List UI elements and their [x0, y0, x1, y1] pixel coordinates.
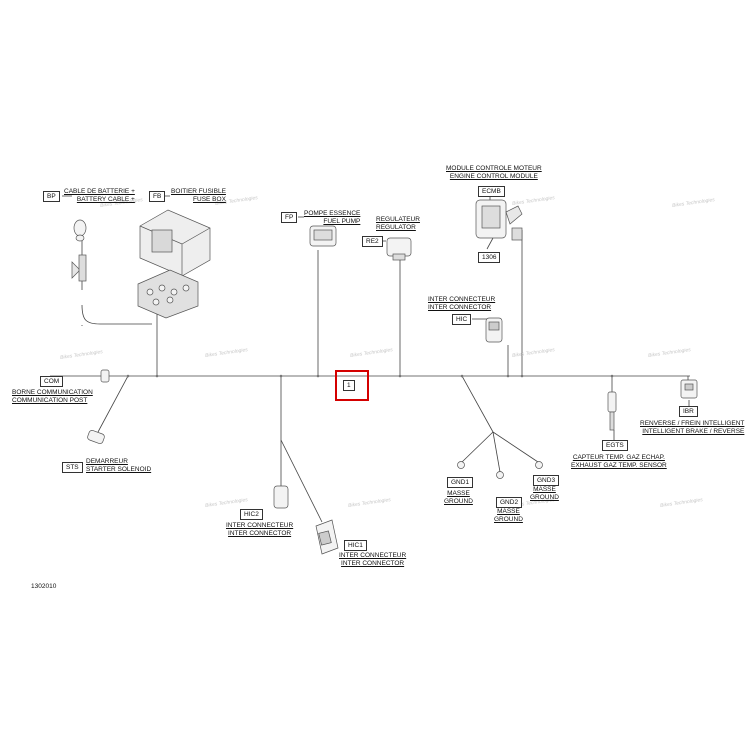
code-ecmb: ECMB: [478, 186, 505, 197]
starter-solenoid-icon: [87, 430, 105, 444]
ground-terminals-icon: [457, 461, 543, 479]
branch-hic1: [280, 439, 323, 523]
branch-starter: [97, 375, 129, 433]
code-bp: BP: [43, 191, 60, 202]
code-fp: FP: [281, 212, 298, 223]
harness-code-label: 1: [343, 380, 355, 391]
code-hic: HIC: [452, 314, 472, 325]
exhaust-temp-sensor-icon: [607, 391, 617, 431]
label-exhaust-temp-sensor: CAPTEUR TEMP. GAZ ECHAP.EXHAUST GAZ TEMP…: [571, 454, 667, 469]
hic-connector-icon: [485, 317, 503, 343]
regulator-icon: [386, 237, 412, 261]
code-hic2: HIC2: [240, 509, 263, 520]
code-gnd1: GND1: [447, 477, 474, 488]
code-fb: FB: [149, 191, 166, 202]
intelligent-brake-icon: [680, 379, 698, 399]
communication-post-icon: [100, 369, 110, 383]
ecm-icon: [475, 199, 523, 241]
code-hic1: HIC1: [344, 540, 367, 551]
label-battery-cable: CABLE DE BATTERIE +BATTERY CABLE +: [64, 188, 135, 203]
code-1306: 1306: [478, 252, 501, 263]
code-sts: STS: [62, 462, 83, 473]
battery-cable-icon: [71, 219, 87, 282]
code-gnd2: GND2: [496, 497, 523, 508]
code-ibr: IBR: [679, 406, 698, 417]
code-re2: RE2: [362, 236, 383, 247]
branch-grounds: [461, 375, 494, 433]
hic1-connector-icon: [315, 519, 339, 555]
highlight-box[interactable]: [335, 370, 369, 401]
code-gnd3: GND3: [533, 475, 560, 486]
code-egts: EGTS: [602, 440, 628, 451]
hic2-connector-icon: [273, 485, 289, 509]
fuse-box-icon: [137, 209, 211, 319]
figure-id: 1302010: [31, 583, 57, 590]
battery-cable: [81, 304, 152, 325]
code-com: COM: [40, 376, 64, 387]
fuel-pump-icon: [309, 225, 337, 247]
